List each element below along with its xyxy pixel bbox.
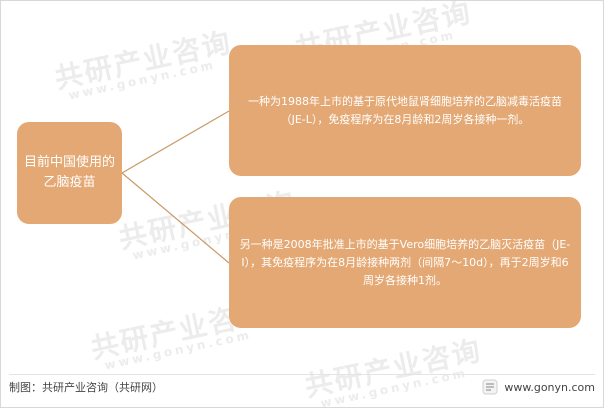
watermark-en: www.gonyn.com [67, 57, 218, 103]
footer-credit: 制图：共研产业咨询（共研网） [9, 381, 163, 394]
watermark-en: www.gonyn.com [103, 327, 254, 373]
diagram-branch-label-2: 另一种是2008年批准上市的基于Vero细胞培养的乙脑灭活疫苗（JE-I），其免… [239, 237, 571, 287]
connector-line-bottom [121, 172, 230, 264]
connector-line-top [121, 110, 230, 174]
diagram-root-node: 目前中国使用的乙脑疫苗 [17, 122, 122, 224]
diagram-branch-node-2: 另一种是2008年批准上市的基于Vero细胞培养的乙脑灭活疫苗（JE-I），其免… [229, 197, 581, 328]
footer-bar: 制图：共研产业咨询（共研网） www.gonyn.com [9, 374, 595, 399]
footer-website: www.gonyn.com [504, 380, 595, 394]
diagram-branch-node-1: 一种为1988年上市的基于原代地鼠肾细胞培养的乙脑减毒活疫苗（JE-L），免疫程… [229, 45, 581, 176]
brand-logo-icon [482, 379, 498, 395]
diagram-root-label: 目前中国使用的乙脑疫苗 [23, 155, 115, 190]
footer-brand: www.gonyn.com [482, 379, 595, 395]
diagram-branch-label-1: 一种为1988年上市的基于原代地鼠肾细胞培养的乙脑减毒活疫苗（JE-L），免疫程… [248, 94, 562, 126]
watermark-cn: 共研产业咨询 [51, 25, 235, 96]
